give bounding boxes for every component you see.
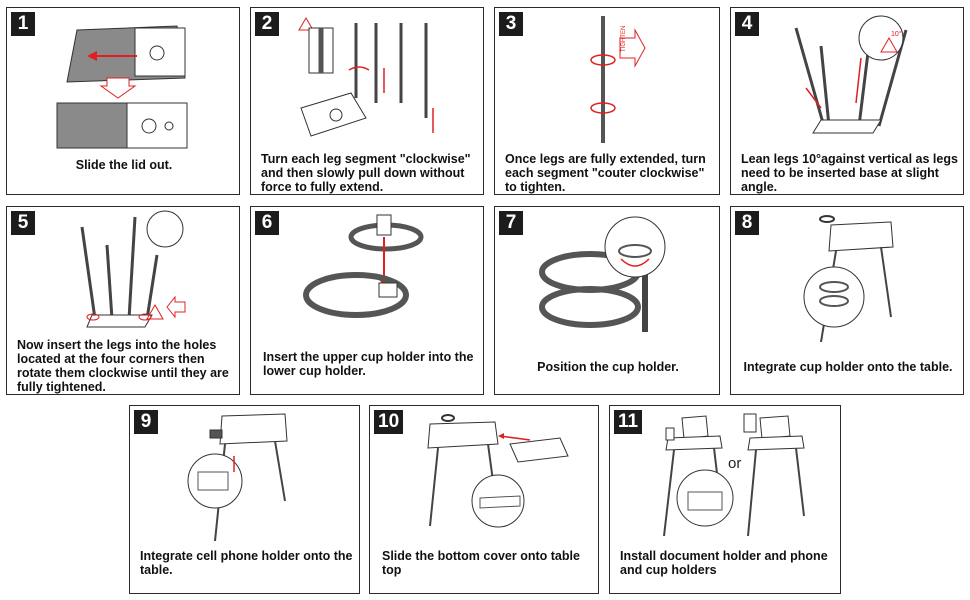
step-11-panel: 11 or Install document holder and phone …: [609, 405, 841, 594]
step-5-panel: 5 Now insert the legs into the holes loc…: [6, 206, 240, 395]
angle-label: 10°: [891, 30, 902, 38]
step-caption: Once legs are fully extended, turn each …: [505, 152, 706, 194]
step-caption: Lean legs 10°against vertical as legs ne…: [741, 152, 958, 194]
step-6-illustration: [303, 214, 424, 318]
step-number-badge: 8: [735, 211, 759, 235]
step-caption: Integrate cell phone holder onto the tab…: [140, 549, 353, 577]
step-number-badge: 3: [499, 12, 523, 36]
step-3-panel: 3 TIGHTEN Once legs are fully extended, …: [494, 7, 720, 195]
step-number-badge: 6: [255, 211, 279, 235]
tighten-label: TIGHTEN: [621, 26, 627, 52]
step-1-illustration: [56, 25, 188, 149]
step-caption: Slide the lid out.: [75, 158, 173, 172]
step-7-panel: 7 Position the cup holder.: [494, 206, 720, 395]
step-caption: Position the cup holder.: [537, 360, 679, 374]
step-2-illustration: [298, 17, 434, 137]
step-2-panel: 2 Turn each leg segment "clockwise" and …: [250, 7, 484, 195]
step-number-badge: 10: [374, 410, 404, 434]
step-number-badge: 1: [11, 12, 35, 36]
step-number-badge: 5: [11, 211, 35, 235]
step-caption: Install document holder and phone and cu…: [620, 549, 828, 577]
step-caption: Now insert the legs into the holes locat…: [17, 338, 229, 394]
or-label: or: [728, 455, 741, 472]
step-caption: Turn each leg segment "clockwise" and th…: [261, 152, 471, 194]
step-11-illustration: or: [663, 413, 805, 537]
step-caption: Slide the bottom cover onto table top: [382, 549, 580, 577]
step-caption: Integrate cup holder onto the table.: [743, 360, 953, 374]
step-10-illustration: [427, 414, 569, 528]
step-8-illustration: [803, 215, 894, 343]
step-4-panel: 4 10° Lean legs 10°against vertical as l…: [730, 7, 964, 195]
step-number-badge: 2: [255, 12, 279, 36]
step-number-badge: 11: [614, 410, 643, 434]
step-9-illustration: [187, 413, 288, 542]
step-number-badge: 9: [134, 410, 158, 434]
step-3-illustration: TIGHTEN: [590, 16, 646, 143]
step-4-illustration: 10°: [794, 15, 908, 134]
step-10-panel: 10 Slide the bottom cover onto table top: [369, 405, 599, 594]
step-6-panel: 6 Insert the upper cup holder into the l…: [250, 206, 484, 395]
step-number-badge: 4: [735, 12, 759, 36]
step-8-panel: 8 Integrate cup holder onto the table.: [730, 206, 964, 395]
step-1-panel: 1 Slide the lid out.: [6, 7, 240, 195]
step-9-panel: 9 Integrate cell phone holder onto the t…: [129, 405, 360, 594]
step-number-badge: 7: [499, 211, 523, 235]
step-caption: Insert the upper cup holder into the low…: [263, 350, 474, 378]
step-5-illustration: [80, 210, 186, 328]
step-7-illustration: [539, 216, 666, 332]
